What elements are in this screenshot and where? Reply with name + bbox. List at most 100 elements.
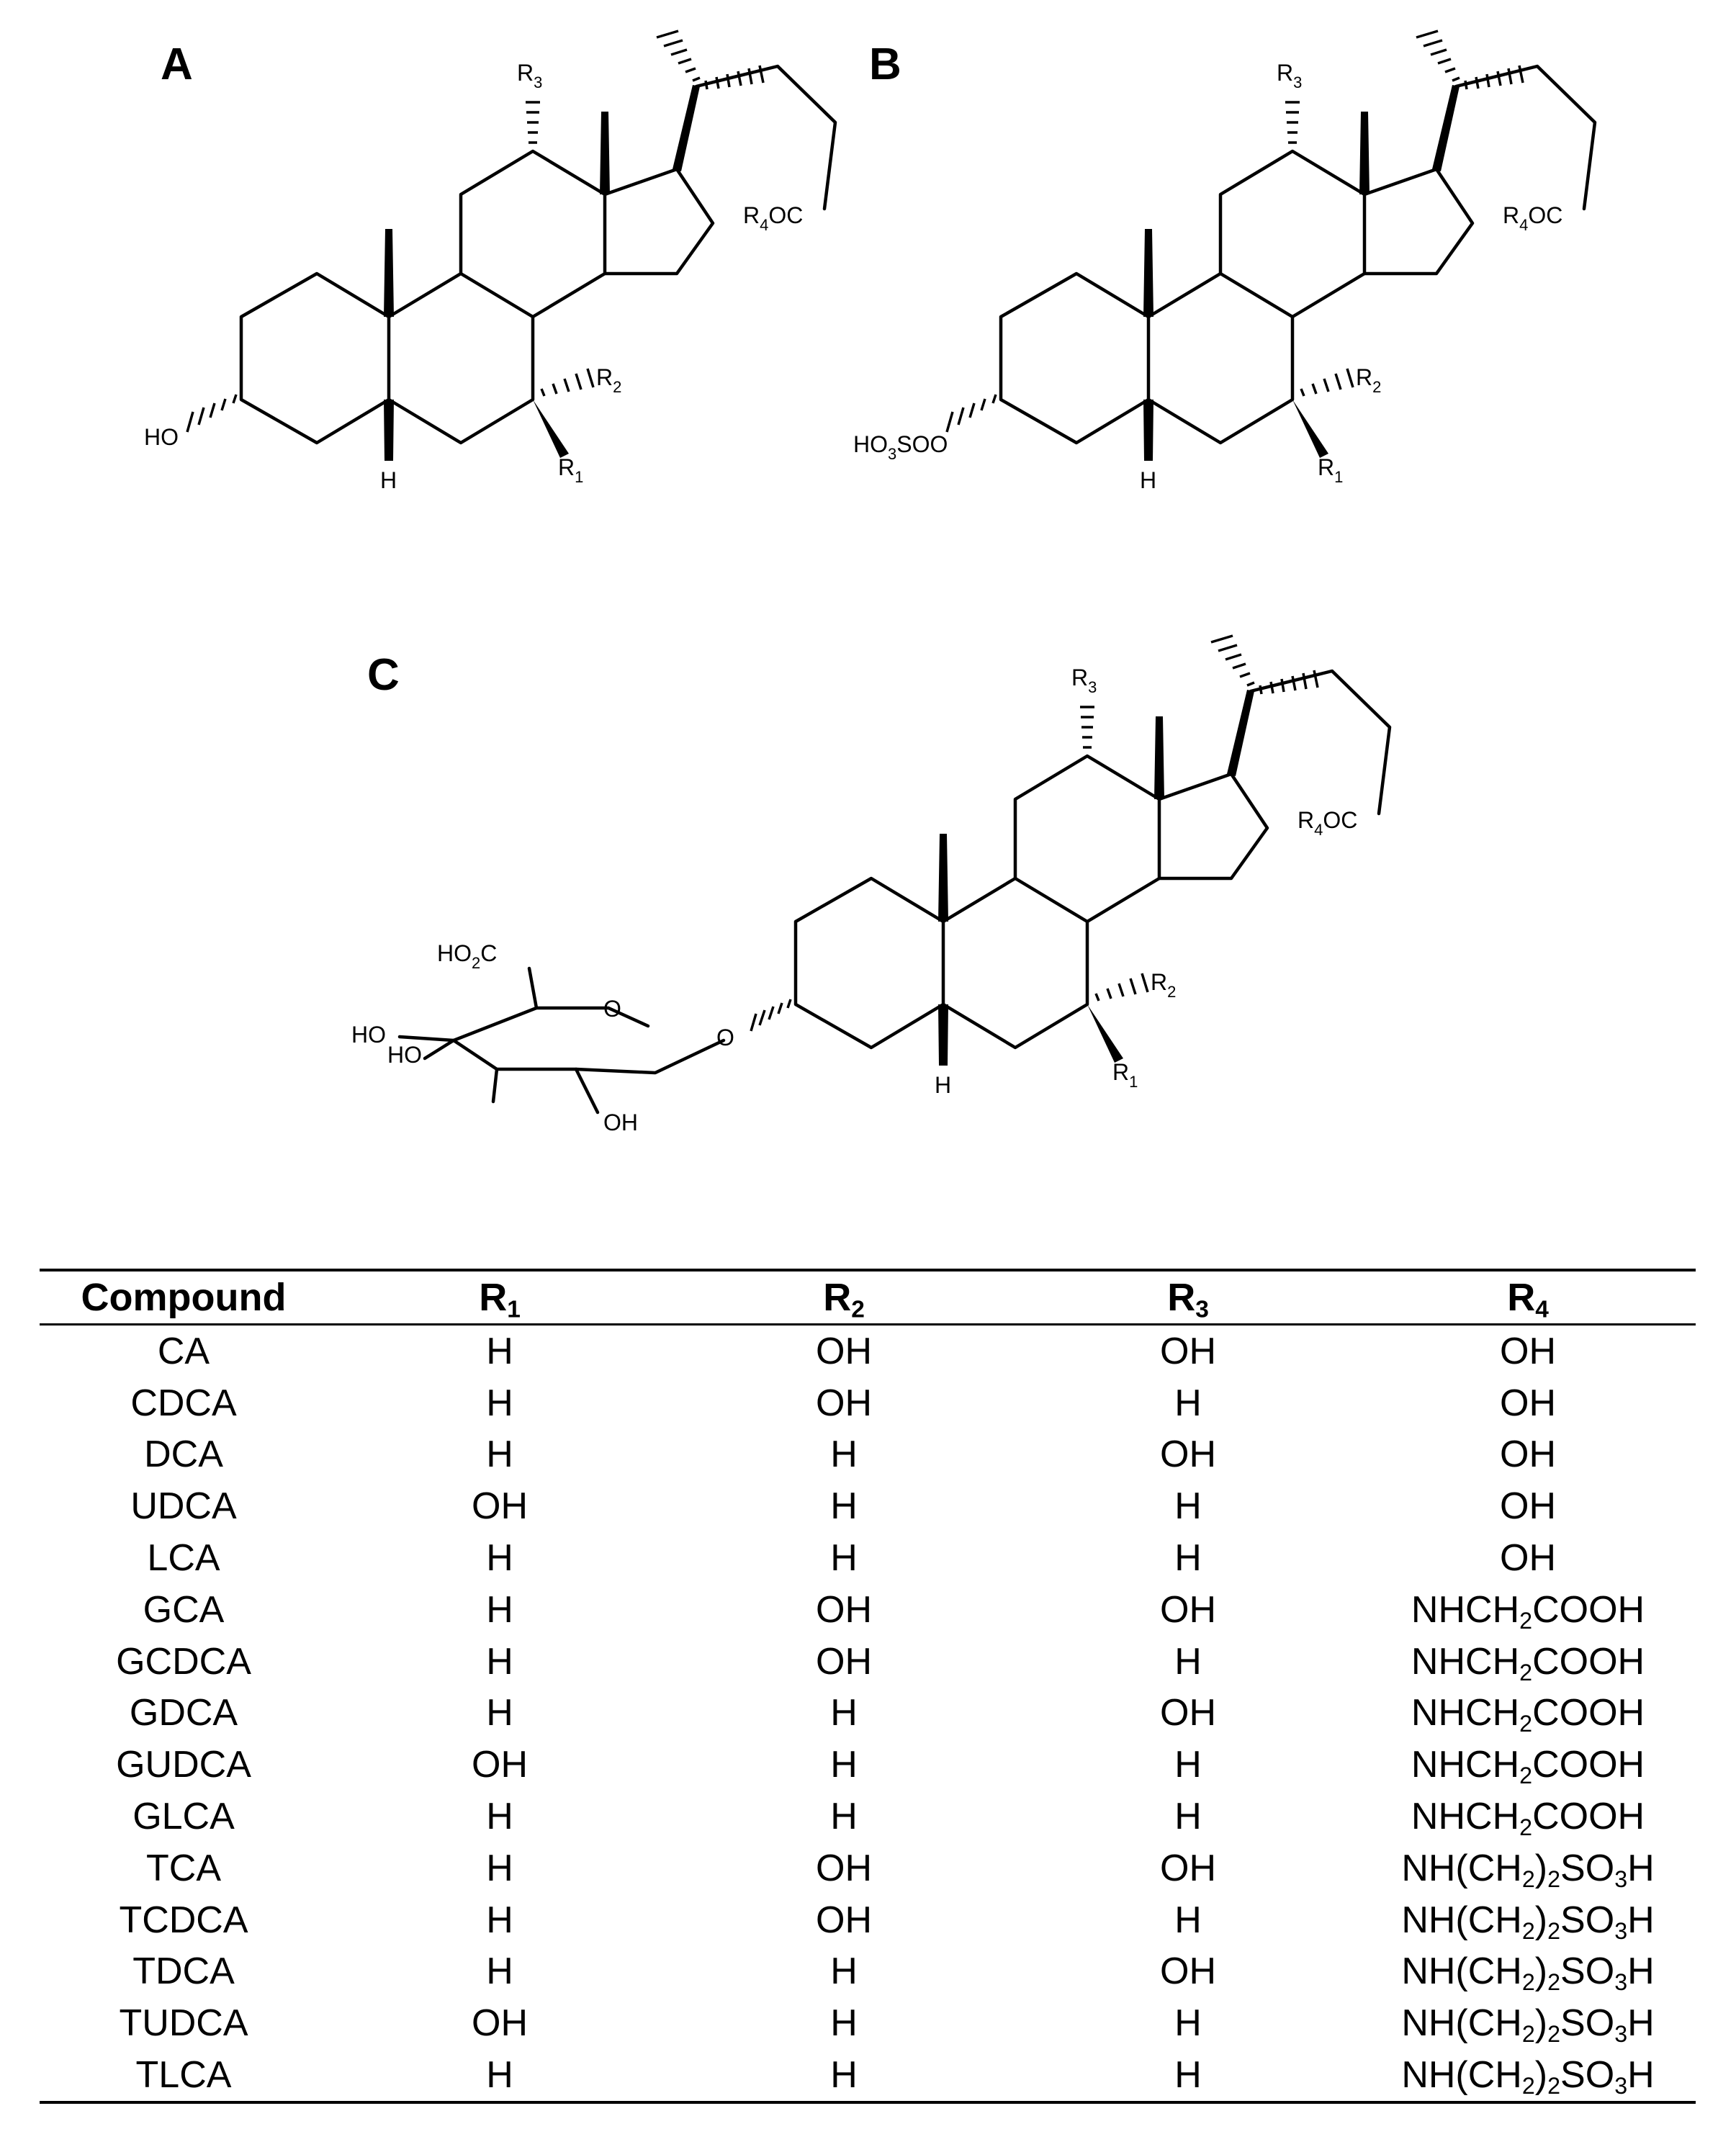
cell-r2: OH xyxy=(816,1899,872,1941)
cell-compound: GCDCA xyxy=(116,1640,251,1683)
substituent-table: Compound R1 R2 R3 R4 CA H OH OH OH CDCA H OH H OH… xyxy=(40,1269,1696,2104)
cell-r1: H xyxy=(486,1537,513,1580)
atom-a-3-group: HO xyxy=(144,424,179,450)
cell-r2: H xyxy=(830,1485,858,1528)
cell-r4: OH xyxy=(1500,1433,1556,1476)
cell-r4: NH(CH2)2SO3H xyxy=(1401,1899,1655,1944)
cell-compound: GCA xyxy=(143,1588,225,1631)
cell-r2: H xyxy=(830,1537,858,1580)
header-compound: Compound xyxy=(40,1269,328,1325)
cell-r3: OH xyxy=(1160,1588,1216,1631)
cell-r1: H xyxy=(486,1330,513,1372)
cell-r1: H xyxy=(486,1588,513,1631)
cell-compound: CDCA xyxy=(130,1382,237,1424)
atom-c-r1: R1 xyxy=(1112,1059,1138,1091)
cell-compound: GLCA xyxy=(132,1796,235,1838)
cell-r2: H xyxy=(830,1796,858,1838)
atom-b-5-h: H xyxy=(1140,467,1156,493)
atom-hydroxyl-4: HO xyxy=(351,1022,386,1048)
cell-compound: CA xyxy=(157,1330,210,1372)
cell-r3: H xyxy=(1174,1640,1202,1683)
cell-r2: H xyxy=(830,1433,858,1476)
cell-r3: OH xyxy=(1160,1330,1216,1372)
cell-compound: TUDCA xyxy=(119,2002,248,2045)
panel-label-b: B xyxy=(869,40,901,89)
table-header-row: Compound R1 R2 R3 R4 xyxy=(40,1269,1696,1325)
cell-r4: OH xyxy=(1500,1330,1556,1372)
cell-r3: H xyxy=(1174,1382,1202,1424)
panel-label-c: C xyxy=(367,650,400,700)
cell-r2: H xyxy=(830,1950,858,1993)
cell-r4: OH xyxy=(1500,1537,1556,1580)
table-row: LCA H H H OH xyxy=(40,1532,1696,1584)
cell-r4: NH(CH2)2SO3H xyxy=(1401,1950,1655,1996)
header-r3: R3 xyxy=(1016,1269,1360,1325)
atom-a-5-h: H xyxy=(380,467,397,493)
cell-r2: OH xyxy=(816,1588,872,1631)
cell-r3: H xyxy=(1016,2049,1360,2104)
cell-r1: H xyxy=(486,1382,513,1424)
cell-r3: OH xyxy=(1160,1433,1216,1476)
atom-b-r1: R1 xyxy=(1318,454,1343,486)
cell-r4: NH(CH2)2SO3H xyxy=(1401,2002,1655,2048)
cell-r4: OH xyxy=(1500,1382,1556,1424)
header-r4: R4 xyxy=(1360,1269,1696,1325)
structure-c: O H R3 R2 R1 R4OC xyxy=(716,636,1390,1098)
cell-r3: OH xyxy=(1160,1950,1216,1993)
atom-b-3-group: HO3SOO xyxy=(853,431,948,463)
cell-compound: LCA xyxy=(147,1537,220,1580)
cell-r1: OH xyxy=(472,1485,528,1528)
cell-r2: H xyxy=(830,1692,858,1734)
atom-a-r1: R1 xyxy=(558,454,583,486)
cell-r2: OH xyxy=(816,1847,872,1889)
cell-r4: NHCH2COOH xyxy=(1411,1692,1645,1737)
structure-b: HO3SOO H R3 R2 R1 R4OC xyxy=(853,31,1595,493)
cell-r4: OH xyxy=(1500,1485,1556,1528)
header-r1: R1 xyxy=(328,1269,672,1325)
cell-compound: DCA xyxy=(144,1433,223,1476)
structure-a: HO H R3 R2 R1 R4OC xyxy=(144,31,835,493)
atom-a-r2: R2 xyxy=(596,364,621,396)
atom-b-r3: R3 xyxy=(1277,60,1302,91)
cell-r2: OH xyxy=(816,1382,872,1424)
cell-r2: H xyxy=(830,2002,858,2045)
cell-r3: H xyxy=(1174,1485,1202,1528)
cell-r2: H xyxy=(830,1744,858,1786)
cell-compound: UDCA xyxy=(130,1485,237,1528)
atom-a-r3: R3 xyxy=(517,60,542,91)
cell-r3: OH xyxy=(1160,1847,1216,1889)
atom-b-r2: R2 xyxy=(1356,364,1381,396)
atom-carboxyl: HO2C xyxy=(437,940,497,972)
cell-r4: NH(CH2)2SO3H xyxy=(1360,2049,1696,2104)
cell-r1: H xyxy=(328,2049,672,2104)
cell-compound: GUDCA xyxy=(116,1744,251,1786)
cell-r1: OH xyxy=(472,1744,528,1786)
cell-compound: GDCA xyxy=(129,1692,238,1734)
atom-c-glycosidic-o: O xyxy=(716,1025,734,1050)
cell-r4: NHCH2COOH xyxy=(1411,1640,1645,1685)
cell-r2: OH xyxy=(816,1640,872,1683)
cell-r1: H xyxy=(486,1640,513,1683)
cell-r3: OH xyxy=(1160,1692,1216,1734)
table-row: GCDCA H OH H NHCH2COOH xyxy=(40,1636,1696,1688)
atom-c-r4oc: R4OC xyxy=(1297,807,1357,839)
glucuronide-ring: O HO2C HO HO OH xyxy=(351,940,726,1135)
cell-compound: TCA xyxy=(146,1847,221,1889)
cell-r3: H xyxy=(1174,2002,1202,2045)
atom-hydroxyl-2: OH xyxy=(603,1109,638,1135)
cell-r4: NHCH2COOH xyxy=(1411,1744,1645,1789)
cell-r1: H xyxy=(486,1899,513,1941)
cell-r3: H xyxy=(1174,1537,1202,1580)
cell-r2: H xyxy=(672,2049,1016,2104)
atom-hydroxyl-3: HO xyxy=(387,1042,422,1068)
cell-compound: TDCA xyxy=(132,1950,235,1993)
table-row: CDCA H OH H OH xyxy=(40,1377,1696,1429)
cell-r4: NHCH2COOH xyxy=(1411,1796,1645,1841)
